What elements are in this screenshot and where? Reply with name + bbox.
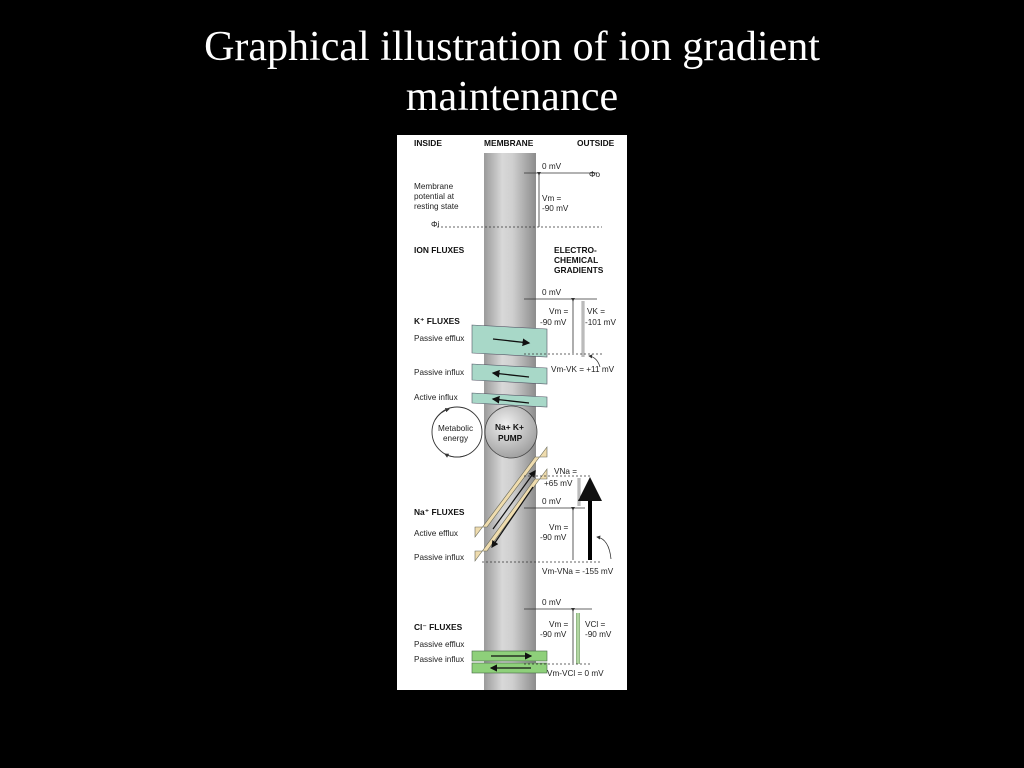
membrane-potential-3: resting state xyxy=(414,202,459,211)
header-membrane: MEMBRANE xyxy=(484,138,534,148)
gradients-title-2: CHEMICAL xyxy=(554,255,598,265)
k-zero-mv: 0 mV xyxy=(542,288,562,297)
pump-label-1: Na+ K+ xyxy=(495,422,524,432)
cl-vm-2: -90 mV xyxy=(540,630,567,639)
cl-vcl-1: VCl = xyxy=(585,620,605,629)
na-zero-mv: 0 mV xyxy=(542,497,562,506)
na-vna-1: VNa = xyxy=(554,467,577,476)
header-inside: INSIDE xyxy=(414,138,442,148)
membrane-potential-1: Membrane xyxy=(414,182,454,191)
cl-passive-influx: Passive influx xyxy=(414,655,464,664)
title-line-1: Graphical illustration of ion gradient xyxy=(204,24,820,70)
na-active-efflux: Active efflux xyxy=(414,529,458,538)
na-vm-1: Vm = xyxy=(549,523,569,532)
cl-zero-mv: 0 mV xyxy=(542,598,562,607)
na-passive-influx: Passive influx xyxy=(414,553,464,562)
k-vk-1: VK = xyxy=(587,307,605,316)
k-influx-channel xyxy=(471,363,548,385)
resting-vm-2: -90 mV xyxy=(542,204,569,213)
na-active-channel xyxy=(474,446,548,538)
cl-vcl-2: -90 mV xyxy=(585,630,612,639)
ion-gradient-diagram: INSIDE MEMBRANE OUTSIDE 0 mV Φo Vm = -90… xyxy=(397,135,627,690)
metabolic-label-2: energy xyxy=(443,434,469,443)
phi-o: Φo xyxy=(589,170,601,179)
cl-fluxes-title: Cl⁻ FLUXES xyxy=(414,622,463,632)
na-vna-2: +65 mV xyxy=(544,479,573,488)
k-vm-1: Vm = xyxy=(549,307,569,316)
title-line-2: maintenance xyxy=(405,74,619,120)
cl-difference: Vm-VCl = 0 mV xyxy=(547,669,604,678)
k-active-influx: Active influx xyxy=(414,393,458,402)
k-fluxes-title: K⁺ FLUXES xyxy=(414,316,460,326)
pump-label-2: PUMP xyxy=(498,433,523,443)
k-vk-2: -101 mV xyxy=(585,318,616,327)
k-difference: Vm-VK = +11 mV xyxy=(551,365,615,374)
membrane-potential-2: potential at xyxy=(414,192,455,201)
k-vm-2: -90 mV xyxy=(540,318,567,327)
ion-fluxes-title: ION FLUXES xyxy=(414,245,465,255)
cl-vm-1: Vm = xyxy=(549,620,569,629)
slide-title: Graphical illustration of ion gradient m… xyxy=(0,22,1024,122)
resting-vm-1: Vm = xyxy=(542,194,562,203)
resting-zero-mv: 0 mV xyxy=(542,162,562,171)
na-k-pump xyxy=(484,405,538,459)
cl-passive-efflux: Passive efflux xyxy=(414,640,464,649)
gradients-title-1: ELECTRO- xyxy=(554,245,597,255)
k-passive-efflux: Passive efflux xyxy=(414,334,464,343)
na-difference: Vm-VNa = -155 mV xyxy=(542,567,614,576)
na-vm-2: -90 mV xyxy=(540,533,567,542)
gradients-title-3: GRADIENTS xyxy=(554,265,604,275)
header-outside: OUTSIDE xyxy=(577,138,615,148)
metabolic-label-1: Metabolic xyxy=(438,424,473,433)
phi-i: Φi xyxy=(431,220,440,229)
k-passive-influx: Passive influx xyxy=(414,368,464,377)
na-fluxes-title: Na⁺ FLUXES xyxy=(414,507,465,517)
